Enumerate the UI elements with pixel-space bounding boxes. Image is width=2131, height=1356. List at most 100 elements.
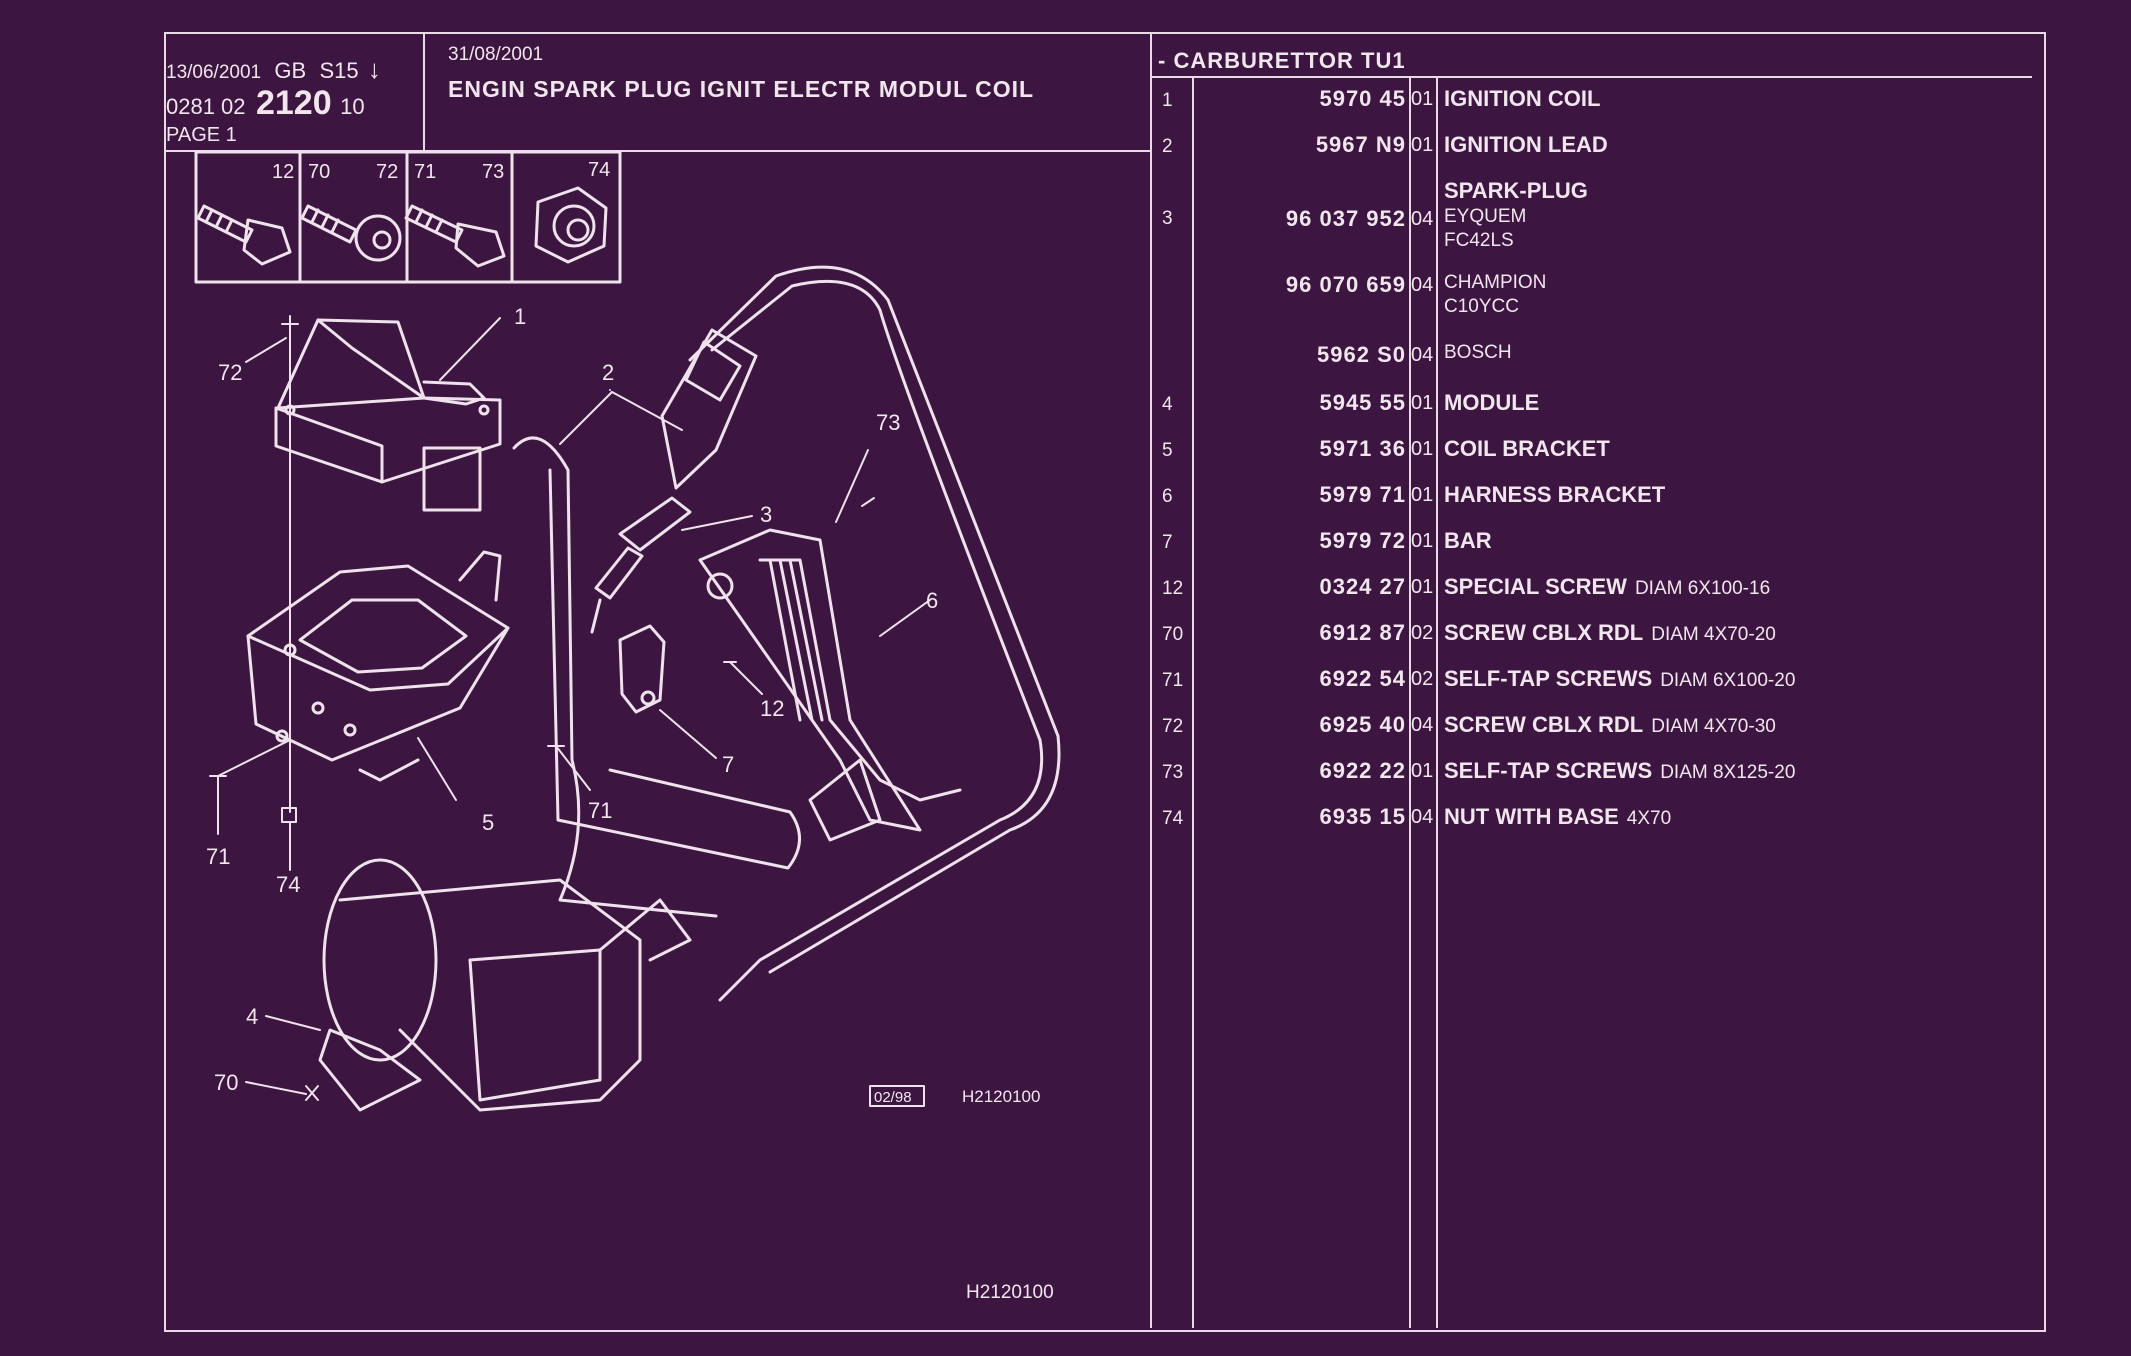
screw-12-icon bbox=[196, 204, 292, 266]
part-spec: DIAM 6X100-20 bbox=[1660, 670, 1796, 691]
part-description: SCREW CBLX RDL DIAM 4X70-20 bbox=[1444, 620, 1776, 646]
part-quantity: 04 bbox=[1411, 208, 1434, 230]
part-reference: 5962 S0 bbox=[1317, 342, 1406, 367]
callout-4: 4 bbox=[246, 1004, 258, 1029]
part-reference: 5971 36 bbox=[1319, 436, 1406, 461]
part-description: SELF-TAP SCREWS DIAM 6X100-20 bbox=[1444, 666, 1795, 692]
part-reference: 6922 54 bbox=[1319, 666, 1406, 691]
part-description: HARNESS BRACKET bbox=[1444, 482, 1673, 508]
part-description: COIL BRACKET bbox=[1444, 436, 1618, 462]
part-reference: 5979 71 bbox=[1319, 482, 1406, 507]
part-spec: DIAM 6X100-16 bbox=[1634, 578, 1771, 599]
part-index: 4 bbox=[1162, 394, 1173, 415]
part-variant: BOSCH bbox=[1444, 342, 1512, 363]
part-spec: DIAM 4X70-20 bbox=[1651, 624, 1776, 645]
callout-72: 72 bbox=[218, 360, 242, 385]
part-variant: C10YCC bbox=[1444, 296, 1519, 317]
diagram-stamp: 02/98 bbox=[874, 1089, 912, 1106]
part-name: BAR bbox=[1444, 528, 1492, 553]
part-index: 73 bbox=[1162, 762, 1184, 783]
part-reference: 5945 55 bbox=[1319, 390, 1406, 415]
part-spec: DIAM 4X70-30 bbox=[1651, 716, 1776, 737]
part-name: HARNESS BRACKET bbox=[1444, 482, 1666, 507]
callout-6: 6 bbox=[926, 588, 938, 613]
part-description: NUT WITH BASE 4X70 bbox=[1444, 804, 1671, 830]
part-spec: 4X70 bbox=[1626, 808, 1672, 829]
part-quantity: 02 bbox=[1411, 622, 1434, 644]
list-header-line bbox=[1152, 76, 2032, 78]
part-name: SCREW CBLX RDL bbox=[1444, 620, 1644, 645]
part-quantity: 04 bbox=[1411, 714, 1434, 736]
part-name: SPARK-PLUG bbox=[1444, 178, 1588, 203]
hw-label-74: 74 bbox=[588, 159, 610, 181]
list-col-line-2 bbox=[1409, 76, 1411, 1328]
spark-plug-drawing bbox=[590, 496, 692, 634]
part-index: 70 bbox=[1162, 624, 1184, 645]
part-name: MODULE bbox=[1444, 390, 1540, 415]
ignition-coil-drawing bbox=[274, 318, 502, 512]
nut-74-icon bbox=[534, 186, 608, 264]
part-reference: 6922 22 bbox=[1319, 758, 1406, 783]
part-quantity: 01 bbox=[1411, 484, 1434, 506]
part-name: COIL BRACKET bbox=[1444, 436, 1610, 461]
diagram-ref-code: H2120100 bbox=[962, 1087, 1040, 1106]
header-date2: 31/08/2001 bbox=[448, 44, 544, 65]
part-index: 12 bbox=[1162, 578, 1184, 599]
callout-lines bbox=[209, 315, 931, 1101]
sheet-divider bbox=[1150, 34, 1152, 1328]
section-title: - CARBURETTOR TU1 bbox=[1158, 48, 1406, 73]
part-name: NUT WITH BASE bbox=[1444, 804, 1619, 829]
coil-bracket-drawing bbox=[246, 550, 510, 782]
header-lang: GB bbox=[274, 58, 307, 83]
bar-drawing bbox=[618, 624, 666, 714]
callout-5: 5 bbox=[482, 810, 494, 835]
hw-label-70: 70 bbox=[308, 161, 330, 183]
part-reference: 96 037 952 bbox=[1285, 206, 1406, 231]
screw-71-73-icon bbox=[404, 204, 506, 268]
callout-7: 7 bbox=[722, 752, 734, 777]
part-name: SELF-TAP SCREWS bbox=[1444, 666, 1653, 691]
list-col-line-1 bbox=[1192, 76, 1194, 1328]
part-reference: 6935 15 bbox=[1319, 804, 1406, 829]
part-quantity: 02 bbox=[1411, 668, 1434, 690]
part-quantity: 01 bbox=[1411, 760, 1434, 782]
module-drawing bbox=[318, 858, 692, 1112]
header-ref-suffix: 10 bbox=[340, 94, 365, 119]
header-code: S15 bbox=[319, 58, 359, 83]
header-date1: 13/06/2001 bbox=[166, 62, 262, 83]
hw-label-71: 71 bbox=[414, 161, 436, 183]
hw-label-72: 72 bbox=[376, 161, 398, 183]
part-index: 3 bbox=[1162, 208, 1173, 229]
part-description: BAR bbox=[1444, 528, 1500, 554]
part-variant: CHAMPION bbox=[1444, 272, 1547, 293]
part-name: IGNITION COIL bbox=[1444, 86, 1601, 111]
part-quantity: 01 bbox=[1411, 530, 1434, 552]
callout-12: 12 bbox=[760, 696, 784, 721]
part-description: IGNITION COIL bbox=[1444, 86, 1608, 112]
callout-71-right: 71 bbox=[588, 798, 612, 823]
part-name: SELF-TAP SCREWS bbox=[1444, 758, 1653, 783]
part-description: SPARK-PLUG bbox=[1444, 178, 1596, 204]
part-reference: 5970 45 bbox=[1319, 86, 1406, 111]
part-index: 5 bbox=[1162, 440, 1173, 461]
screw-70-72-icon bbox=[300, 204, 402, 262]
part-quantity: 01 bbox=[1411, 392, 1434, 414]
part-quantity: 01 bbox=[1411, 438, 1434, 460]
header-ref-prefix: 0281 02 bbox=[166, 94, 246, 119]
callout-70: 70 bbox=[214, 1070, 238, 1095]
part-reference: 5979 72 bbox=[1319, 528, 1406, 553]
part-quantity: 04 bbox=[1411, 344, 1434, 366]
part-index: 2 bbox=[1162, 136, 1173, 157]
callout-3: 3 bbox=[760, 502, 772, 527]
part-name: SCREW CBLX RDL bbox=[1444, 712, 1644, 737]
part-reference: 0324 27 bbox=[1319, 574, 1406, 599]
down-arrow-icon: ↓ bbox=[367, 54, 381, 84]
callout-74: 74 bbox=[276, 872, 300, 897]
part-reference: 5967 N9 bbox=[1315, 132, 1406, 157]
harness-bracket-drawing bbox=[698, 528, 962, 842]
part-quantity: 04 bbox=[1411, 806, 1434, 828]
page-title: ENGIN SPARK PLUG IGNIT ELECTR MODUL COIL bbox=[448, 76, 1035, 102]
part-index: 6 bbox=[1162, 486, 1173, 507]
